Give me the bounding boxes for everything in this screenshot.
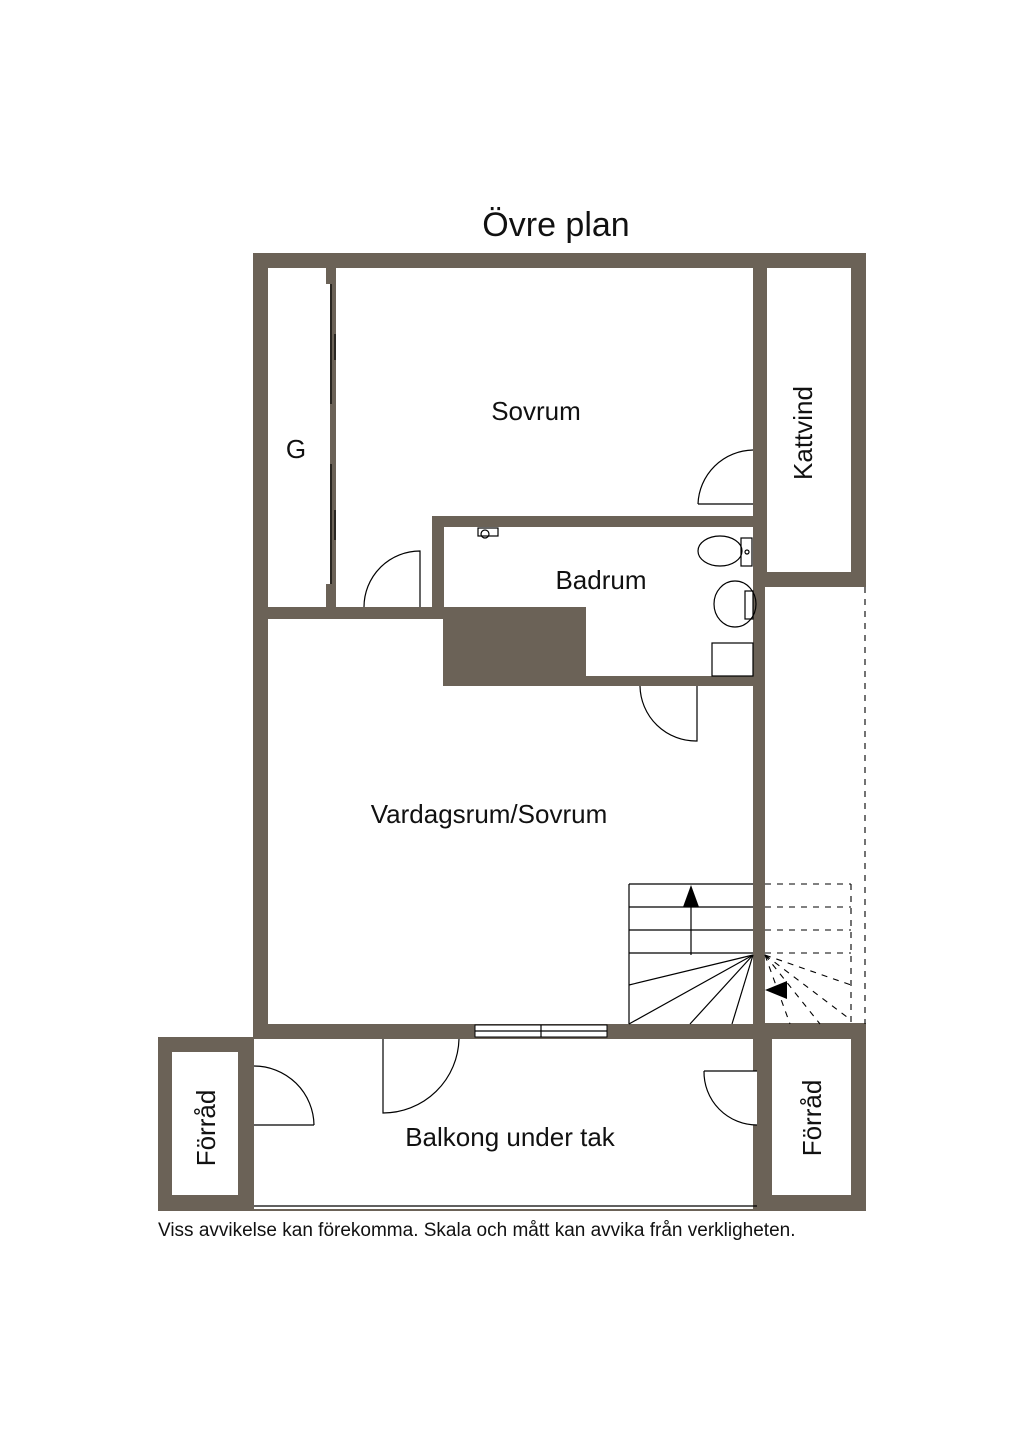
plan-title: Övre plan (482, 206, 629, 244)
wall-details (238, 268, 866, 1211)
room-label-sovrum: Sovrum (491, 396, 581, 426)
room-label-forrad-left: Förråd (191, 1090, 221, 1167)
fixtures (253, 284, 866, 1207)
room-label-vardagsrum: Vardagsrum/Sovrum (371, 799, 608, 829)
room-label-forrad-right: Förråd (797, 1080, 827, 1157)
room-label-garderob: G (286, 434, 306, 464)
room-label-kattvind: Kattvind (788, 386, 818, 480)
disclaimer-text: Viss avvikelse kan förekomma. Skala och … (158, 1220, 796, 1241)
room-label-badrum: Badrum (555, 565, 646, 595)
room-label-balkong: Balkong under tak (405, 1122, 616, 1152)
room-interiors (172, 268, 866, 1209)
